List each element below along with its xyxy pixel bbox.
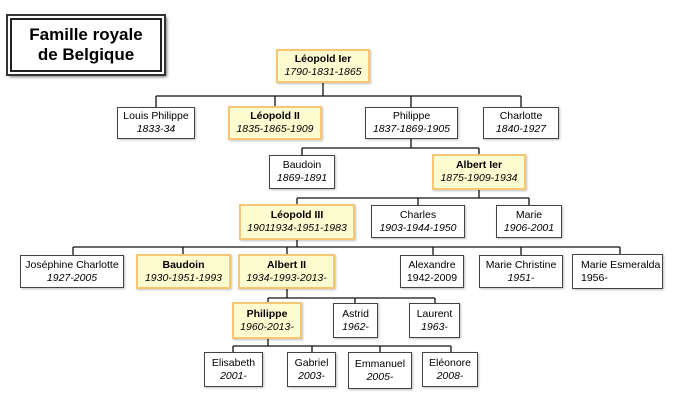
person-name: Baudoin: [282, 159, 322, 171]
person-name: Gabriel: [294, 356, 329, 369]
person-dates: 19011934-1951-1983: [247, 222, 347, 234]
person-baudoin-1869[interactable]: Baudoin 1869-1891: [269, 155, 335, 189]
person-dates: 1962-: [342, 320, 369, 333]
person-emmanuel[interactable]: Emmanuel 2005-: [348, 352, 412, 389]
person-dates: 1833-34: [136, 123, 176, 135]
person-elisabeth[interactable]: Elisabeth 2001-: [204, 352, 263, 387]
person-dates: 1951-: [507, 271, 535, 284]
person-name: Marie Christine: [485, 258, 557, 271]
person-name: Albert II: [266, 258, 307, 271]
person-marie-christine[interactable]: Marie Christine 1951-: [479, 255, 563, 288]
person-dates: 1903-1944-1950: [379, 221, 457, 234]
person-josephine-charlotte[interactable]: Joséphine Charlotte 1927-2005: [20, 255, 124, 288]
person-charles[interactable]: Charles 1903-1944-1950: [371, 205, 465, 238]
person-dates: 1840-1927: [495, 123, 547, 135]
person-astrid[interactable]: Astrid 1962-: [333, 303, 378, 338]
person-dates: 1963-: [421, 320, 448, 333]
person-name: Louis Philippe: [123, 110, 189, 122]
title-line-2: de Belgique: [37, 45, 135, 64]
title-line-1: Famille royale: [29, 25, 143, 44]
person-louis-philippe[interactable]: Louis Philippe 1833-34: [117, 107, 195, 139]
person-alexandre[interactable]: Alexandre 1942-2009: [400, 255, 464, 288]
person-name: Laurent: [416, 307, 453, 320]
person-dates: 1835-1865-1909: [236, 123, 314, 135]
person-name: Marie Esmeralda: [581, 258, 661, 271]
person-name: Charlotte: [499, 110, 543, 122]
person-name: Alexandre: [408, 258, 456, 271]
person-philippe[interactable]: Philippe 1960-2013-: [232, 302, 302, 339]
chart-title: Famille royale de Belgique: [10, 18, 162, 72]
person-marie-esmeralda[interactable]: Marie Esmeralda 1956-: [572, 254, 663, 289]
person-name: Joséphine Charlotte: [25, 258, 119, 271]
person-name: Eléonore: [428, 356, 472, 369]
person-leopold-1[interactable]: Léopold Ier 1790-1831-1865: [276, 49, 370, 83]
person-dates: 1956-: [581, 271, 608, 284]
person-dates: 1930-1951-1993: [144, 271, 223, 284]
person-laurent[interactable]: Laurent 1963-: [409, 303, 460, 338]
person-dates: 1942-2009: [406, 271, 458, 284]
person-name: Léopold III: [270, 209, 324, 221]
person-philippe-count[interactable]: Philippe 1837-1869-1905: [365, 107, 458, 139]
person-dates: 1927-2005: [46, 271, 98, 284]
person-name: Elisabeth: [211, 356, 256, 369]
person-baudoin[interactable]: Baudoin 1930-1951-1993: [136, 254, 231, 289]
person-name: Léopold II: [250, 110, 300, 122]
person-name: Philippe: [392, 110, 431, 122]
person-dates: 1934-1993-2013-: [246, 271, 327, 284]
person-name: Marie: [515, 208, 543, 221]
person-albert-1[interactable]: Albert Ier 1875-1909-1934: [432, 154, 526, 190]
person-name: Albert Ier: [455, 159, 503, 171]
person-dates: 1960-2013-: [240, 320, 294, 333]
person-name: Astrid: [342, 307, 369, 320]
person-leopold-3[interactable]: Léopold III 19011934-1951-1983: [239, 204, 355, 240]
person-gabriel[interactable]: Gabriel 2003-: [287, 352, 336, 387]
person-name: Charles: [399, 208, 437, 221]
person-name: Emmanuel: [354, 357, 406, 370]
person-charlotte[interactable]: Charlotte 1840-1927: [483, 107, 559, 139]
person-dates: 2008-: [436, 369, 464, 382]
person-name: Philippe: [246, 307, 288, 320]
person-dates: 1790-1831-1865: [284, 66, 362, 78]
person-dates: 1875-1909-1934: [440, 172, 518, 184]
person-dates: 2001-: [220, 369, 247, 382]
person-eleonore[interactable]: Eléonore 2008-: [422, 352, 478, 387]
person-dates: 1906-2001: [503, 221, 555, 234]
person-name: Baudoin: [162, 258, 205, 271]
person-dates: 1837-1869-1905: [372, 123, 451, 135]
person-albert-2[interactable]: Albert II 1934-1993-2013-: [238, 254, 335, 289]
person-dates: 2003-: [298, 369, 325, 382]
person-leopold-2[interactable]: Léopold II 1835-1865-1909: [228, 106, 322, 140]
person-marie[interactable]: Marie 1906-2001: [496, 205, 562, 238]
person-dates: 2005-: [366, 370, 394, 383]
person-dates: 1869-1891: [276, 172, 328, 184]
person-name: Léopold Ier: [294, 53, 352, 65]
